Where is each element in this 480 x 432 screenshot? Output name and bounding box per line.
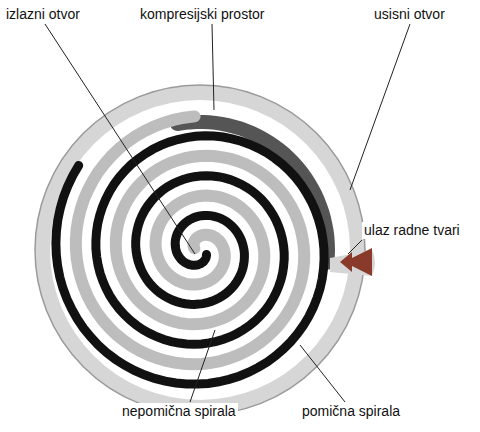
housing — [35, 85, 365, 415]
part-label: pomična spirala — [300, 403, 402, 420]
fixed-spiral — [56, 136, 324, 384]
inner-chamber — [50, 100, 350, 400]
part-label: kompresijski prostor — [138, 6, 266, 23]
part-label: nepomična spirala — [120, 403, 238, 420]
part-label: ulaz radne tvari — [362, 222, 462, 239]
part-label: usisni otvor — [372, 6, 447, 23]
spirals — [56, 116, 328, 384]
leader-line — [45, 24, 195, 254]
leader-line — [348, 240, 362, 254]
leader-line — [350, 24, 410, 190]
leader-lines — [45, 24, 410, 402]
part-label: izlazni otvor — [4, 6, 82, 23]
leader-line — [300, 345, 345, 402]
inlet-arrow — [340, 248, 372, 276]
leader-line — [190, 330, 215, 402]
leader-line — [212, 24, 214, 110]
